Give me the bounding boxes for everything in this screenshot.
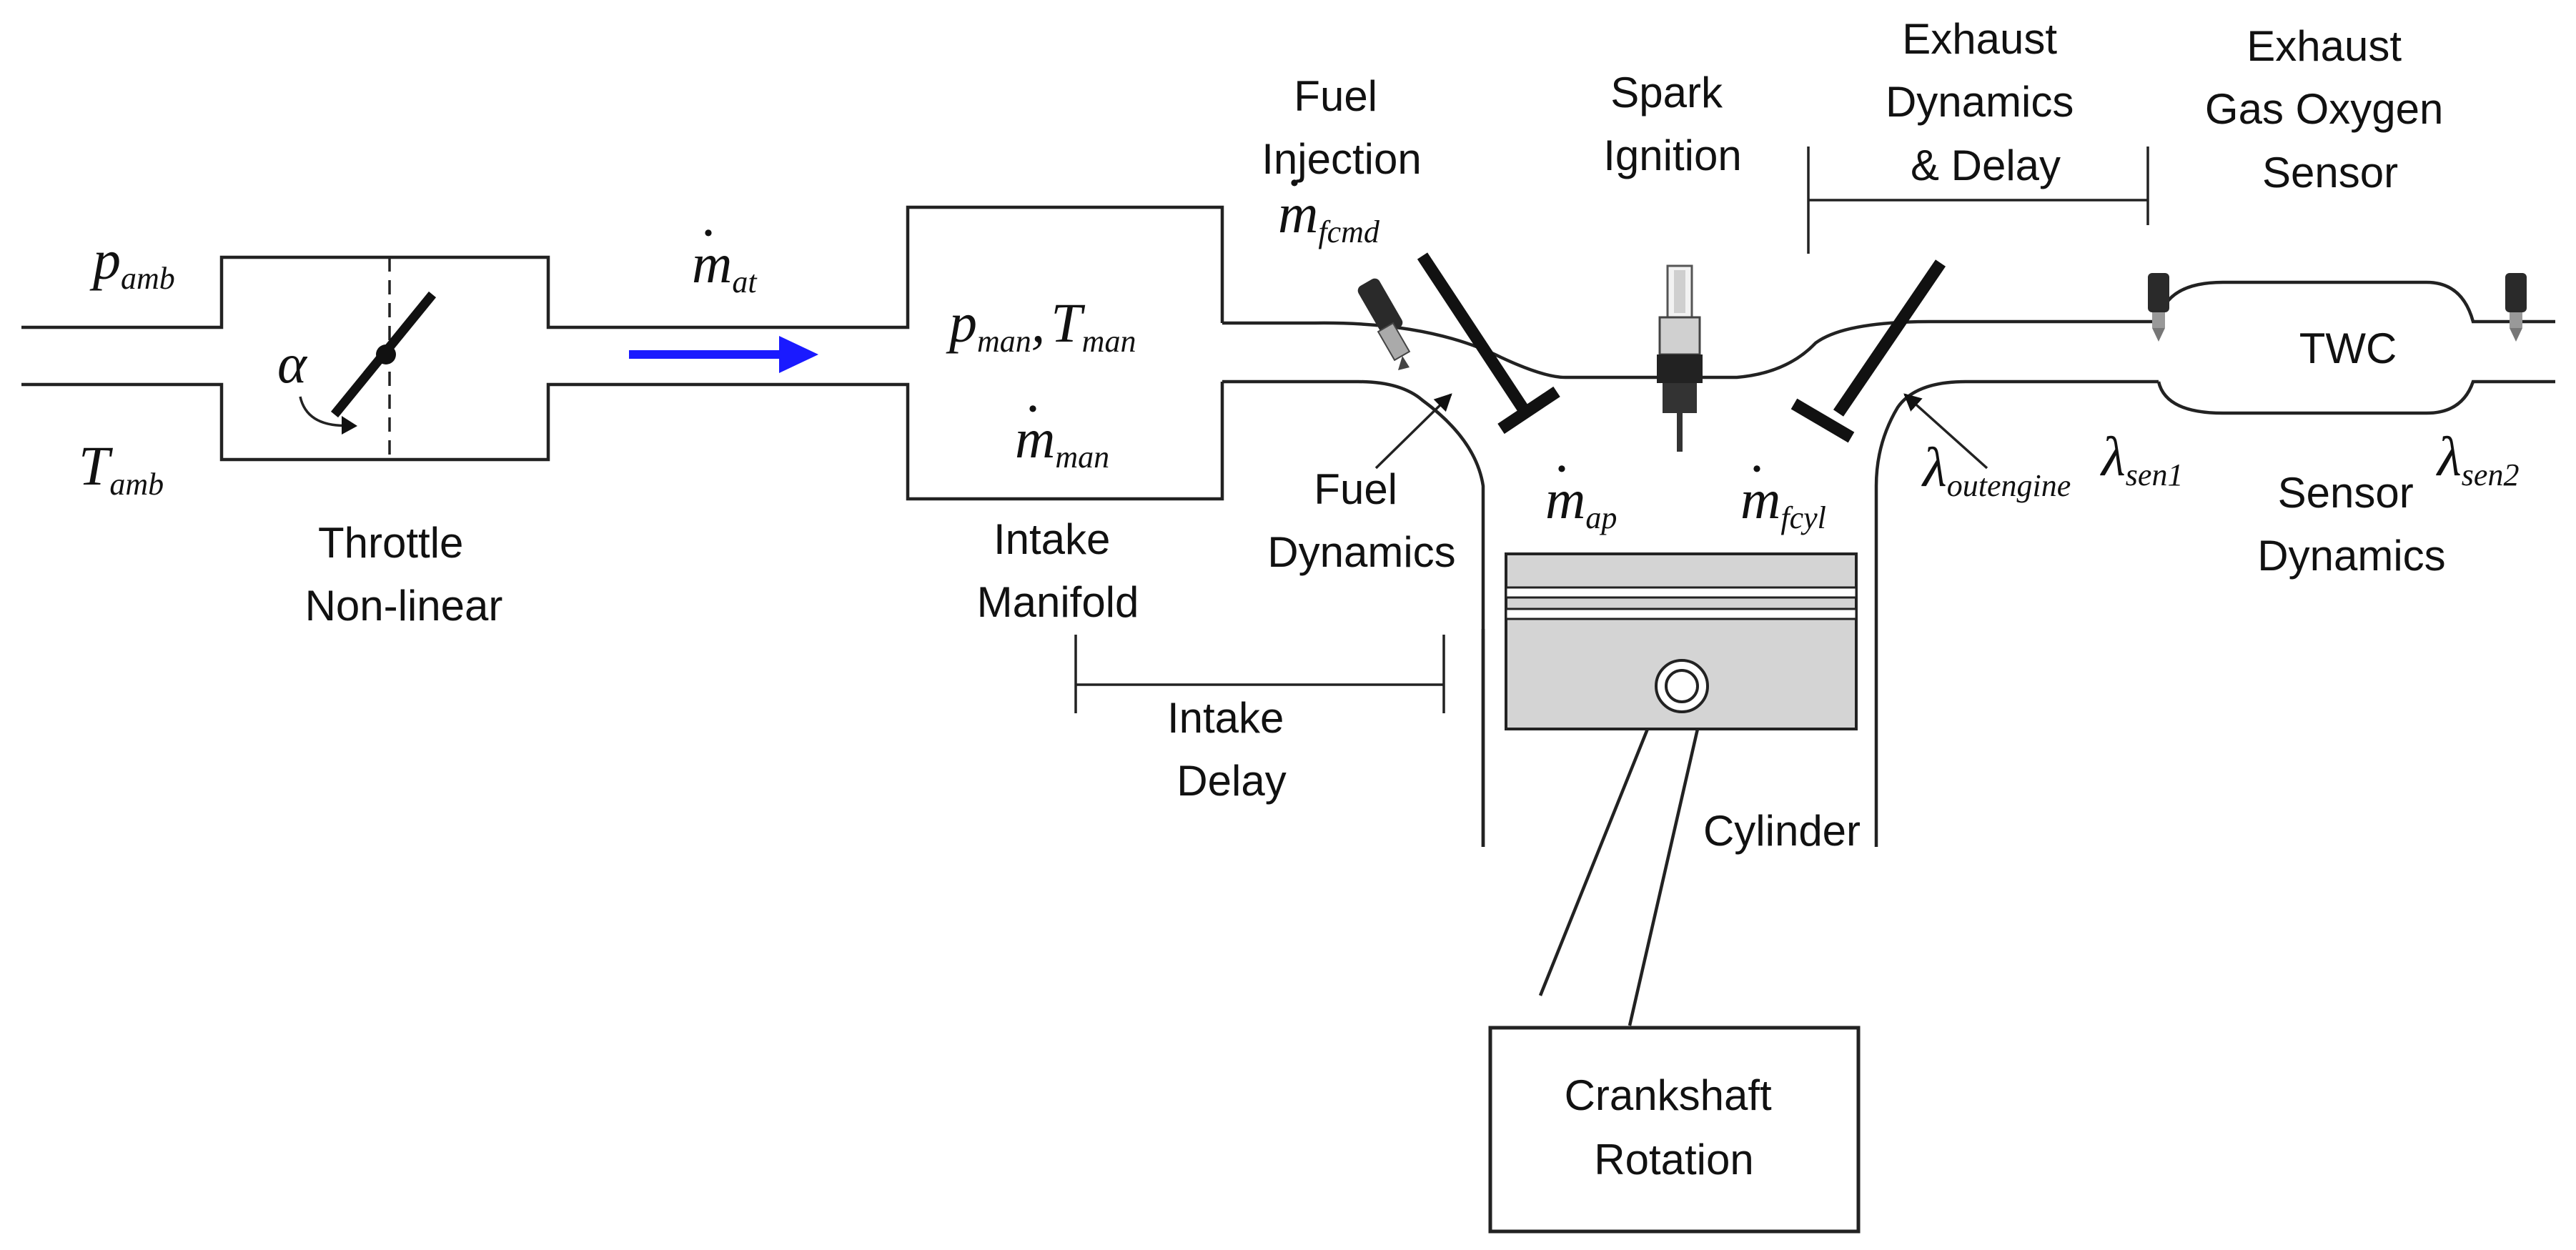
m-fcmd-symbol: mfcmd xyxy=(1278,182,1380,249)
spark-ignition-label: Spark Ignition xyxy=(1603,69,1741,179)
m-fcmd-dot: · xyxy=(1285,152,1304,214)
sensor-dynamics-label: Sensor Dynamics xyxy=(2257,469,2445,580)
alpha-symbol: α xyxy=(277,332,308,395)
exhaust-dynamics-label: Exhaust Dynamics & Delay xyxy=(1886,15,2086,189)
connecting-rod xyxy=(1538,728,1700,1026)
p-man-t-man-symbol: pman,Tman xyxy=(946,292,1136,359)
crankshaft-label: Crankshaft Rotation xyxy=(1565,1071,1784,1184)
air-flow-arrow xyxy=(629,336,818,373)
lambda-sen1-symbol: λsen1 xyxy=(2100,425,2183,492)
intake-delay-label: Intake Delay xyxy=(1167,694,1296,805)
m-at-symbol: mat xyxy=(692,232,758,299)
throttle-label: Throttle Non-linear xyxy=(305,519,503,630)
cylinder-label: Cylinder xyxy=(1703,807,1861,855)
fuel-injector-icon xyxy=(1357,278,1411,370)
intake-runner xyxy=(1222,319,2159,847)
throttle-plate xyxy=(299,291,437,435)
twc-label: TWC xyxy=(2299,324,2397,372)
m-fcyl-dot: · xyxy=(1748,437,1766,500)
p-amb-symbol: pamb xyxy=(89,229,175,296)
t-amb-symbol: Tamb xyxy=(79,435,164,502)
lambda-sen2-symbol: λsen2 xyxy=(2436,425,2519,492)
exhaust-valve xyxy=(1790,259,1946,443)
fuel-dynamics-pointer xyxy=(1374,393,1452,470)
m-ap-dot: · xyxy=(1552,437,1571,500)
crankshaft-box xyxy=(1488,1026,1861,1234)
lambda-outengine-symbol: λoutengine xyxy=(1921,436,2071,503)
exhaust-sensor-label: Exhaust Gas Oxygen Sensor xyxy=(2205,22,2455,197)
m-man-dot: · xyxy=(1024,377,1042,440)
exhaust-delay-bracket xyxy=(1807,147,2149,254)
m-ap-symbol: map xyxy=(1545,468,1617,535)
piston xyxy=(1505,552,1858,730)
fuel-injection-label: Fuel Injection xyxy=(1262,72,1421,183)
m-fcyl-symbol: mfcyl xyxy=(1740,468,1826,535)
intake-manifold-label: Intake Manifold xyxy=(977,515,1139,626)
fuel-dynamics-label: Fuel Dynamics xyxy=(1267,465,1455,576)
m-man-symbol: mman xyxy=(1015,407,1109,475)
oxygen-sensor-1-icon xyxy=(2148,273,2169,342)
intake-delay-bracket xyxy=(1074,635,1445,713)
intake-valve xyxy=(1417,252,1560,435)
oxygen-sensor-2-icon xyxy=(2505,273,2527,342)
m-at-dot: · xyxy=(699,202,718,264)
lambda-outengine-pointer xyxy=(1903,393,1988,470)
spark-plug-icon xyxy=(1657,264,1703,452)
